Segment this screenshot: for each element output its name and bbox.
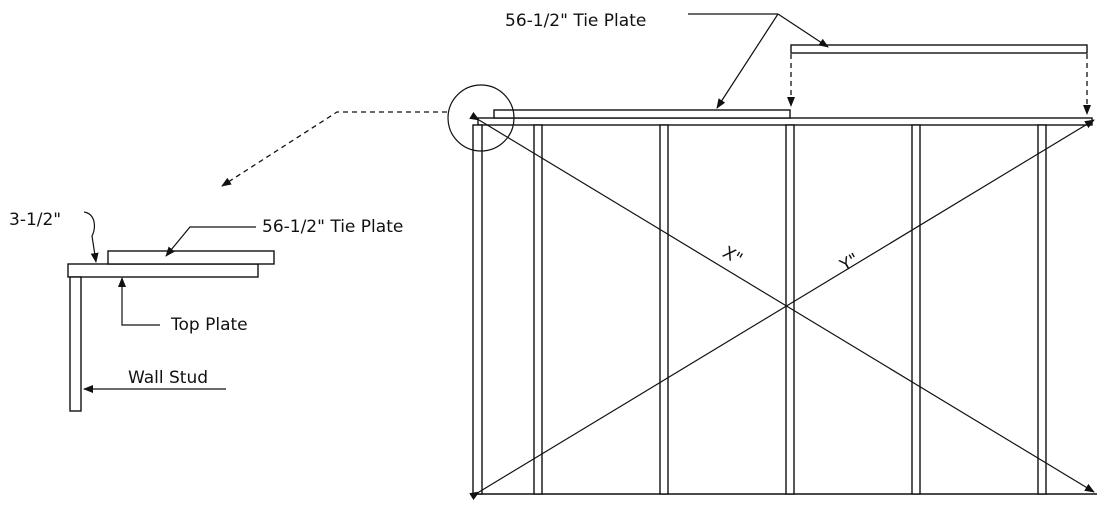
detail-circle [447, 84, 515, 152]
wall-frame: X" Y" [469, 44, 1097, 501]
stud-4 [911, 124, 921, 495]
detail-wall-stud [69, 276, 82, 412]
tie-plate-callout-label: 56-1/2" Tie Plate [505, 11, 646, 31]
plate-width-label: 3-1/2" [9, 210, 61, 230]
diagonal-y-label: Y" [836, 250, 863, 277]
plate-width-leader [83, 211, 99, 263]
tie-plate-callout-leader-2 [777, 13, 829, 48]
detail-tie-plate-leader [165, 226, 256, 257]
diagonal-x-label: X" [719, 243, 746, 270]
stud-2 [659, 124, 669, 495]
end-stud-left [472, 124, 483, 495]
tie-plate-installed [493, 109, 791, 119]
wall-stud-label: Wall Stud [128, 368, 208, 388]
top-plate-leader [118, 277, 160, 326]
stud-1 [533, 124, 543, 495]
plate-detail: 3-1/2" 56-1/2" Tie Plate Top Plate Wall … [9, 210, 403, 412]
detail-tie-plate-label: 56-1/2" Tie Plate [262, 217, 403, 237]
detail-pointer [221, 111, 447, 187]
diagonal-y-line [469, 119, 1095, 501]
tie-plate-raised [790, 44, 1088, 54]
top-plate-label: Top Plate [170, 315, 248, 335]
stud-5 [1037, 124, 1047, 495]
detail-top-plate [67, 263, 259, 278]
detail-tie-plate [107, 250, 275, 265]
tie-plate-callout-leader-1 [716, 13, 779, 109]
top-plate [477, 117, 1093, 126]
